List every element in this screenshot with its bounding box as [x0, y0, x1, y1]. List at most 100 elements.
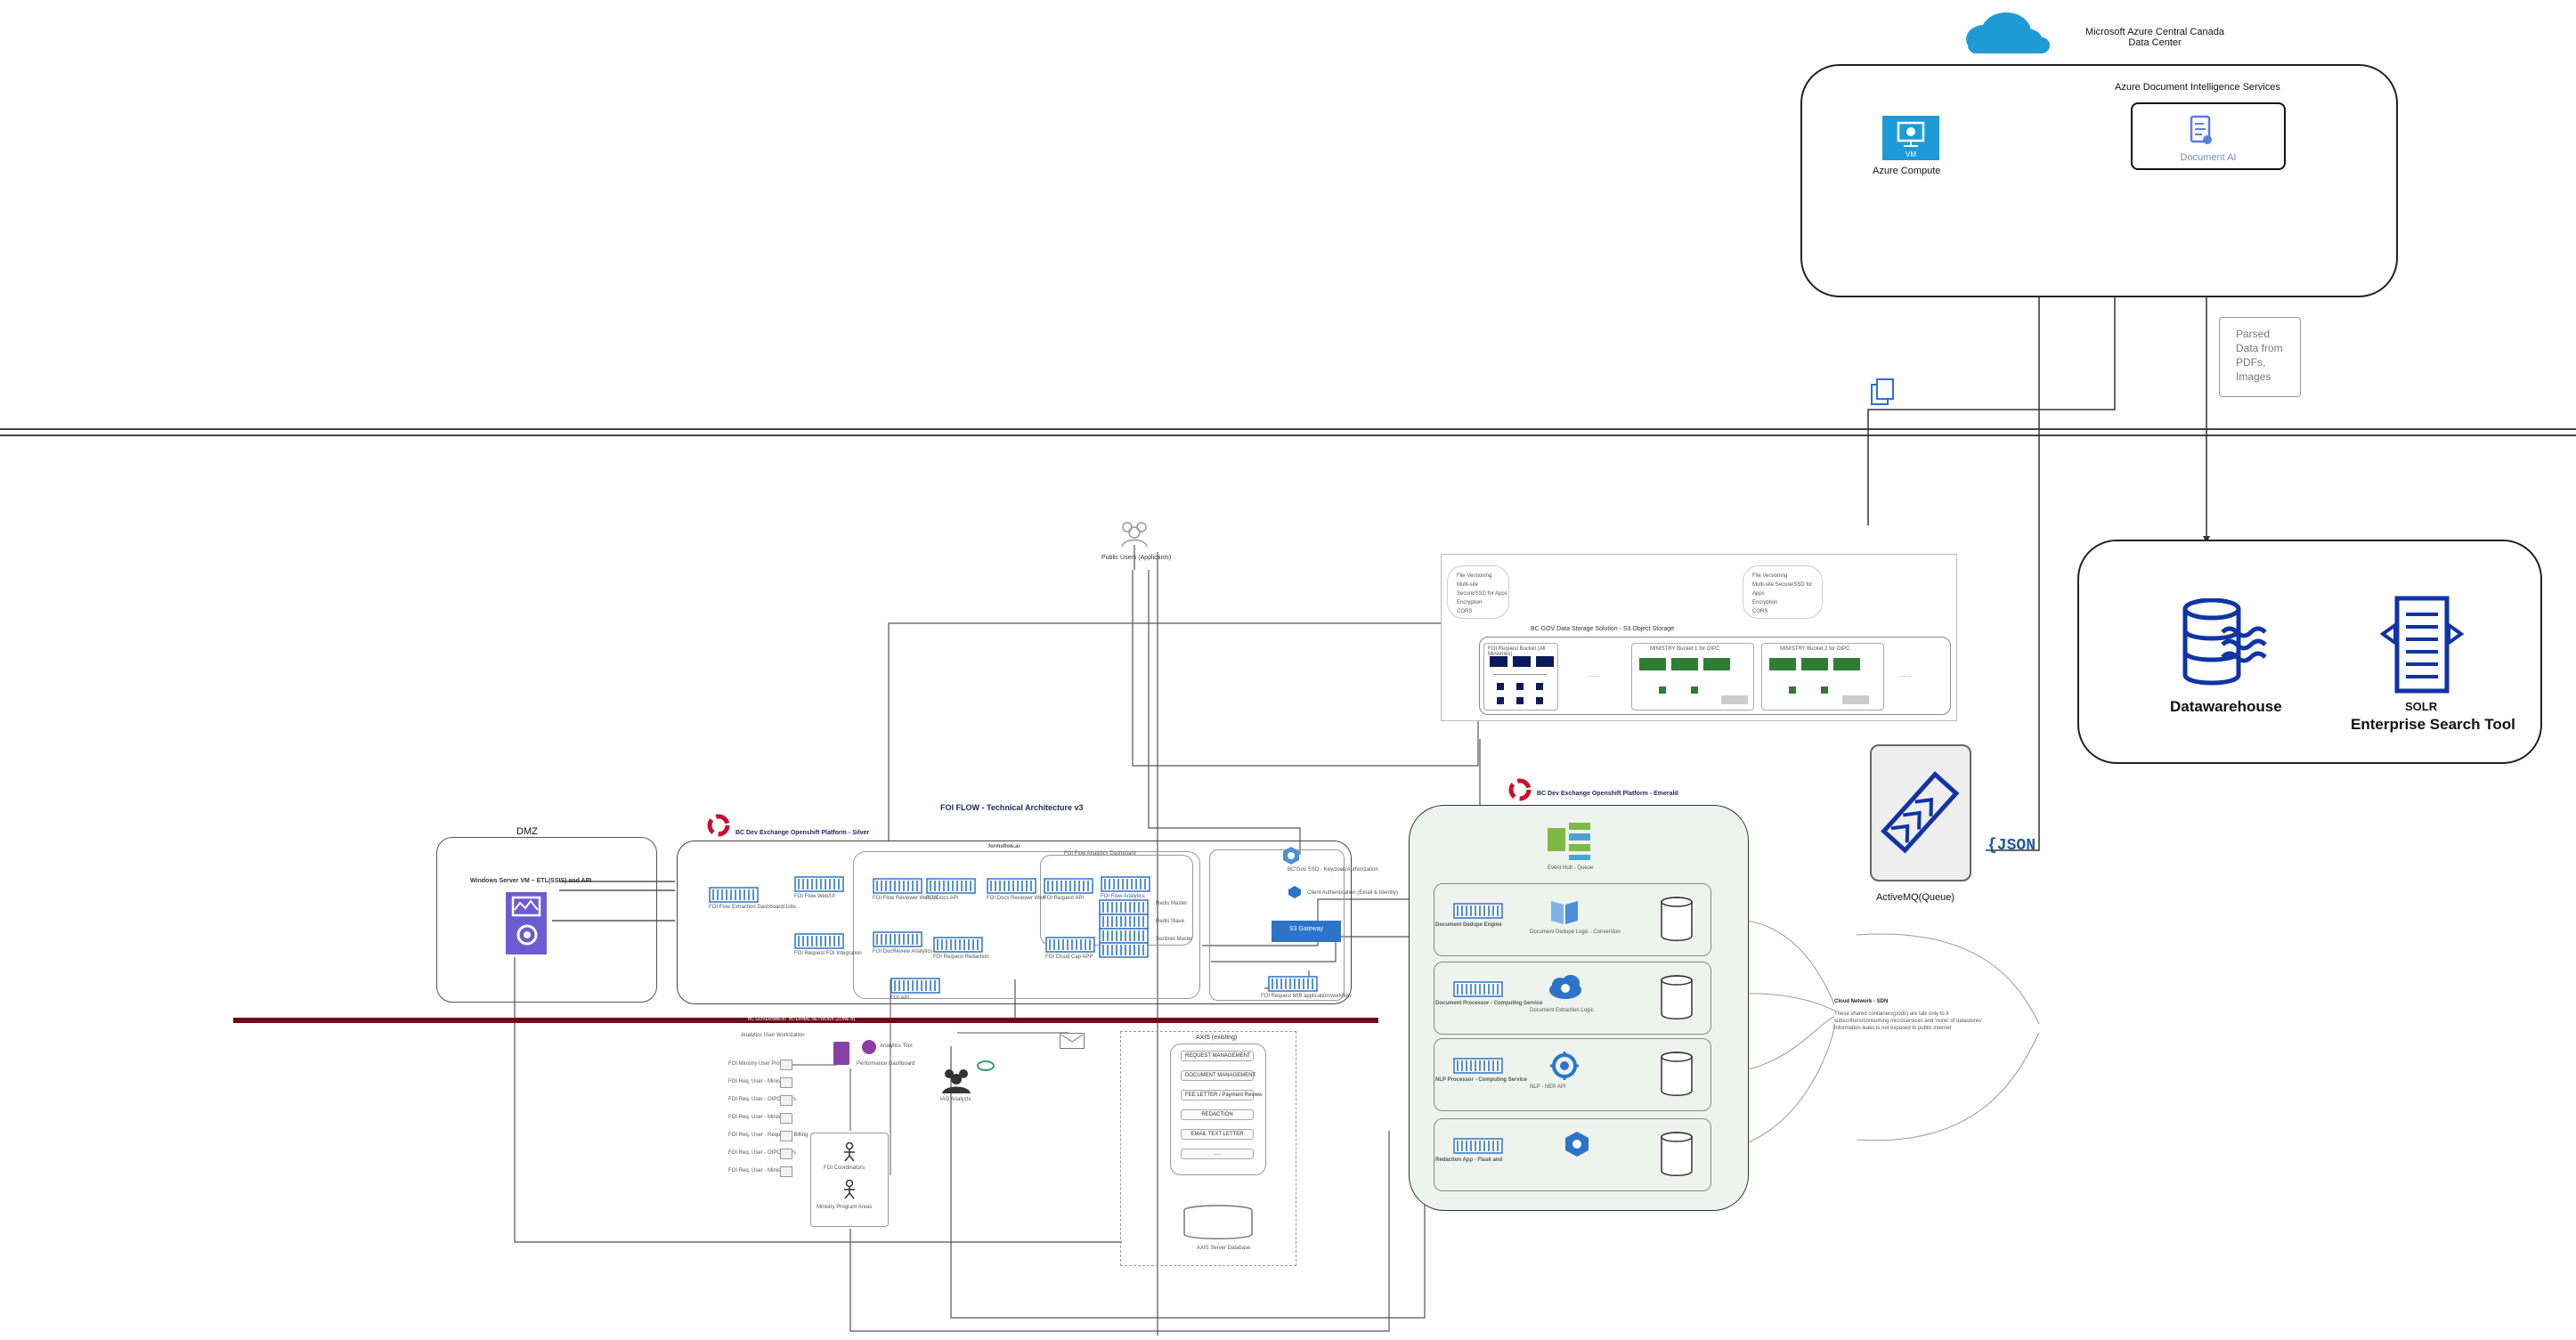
database-cylinder-icon	[1660, 1131, 1694, 1177]
activemq-box	[1870, 744, 1971, 881]
event-hub-label: Event Hub - Queue	[1548, 865, 1594, 871]
emerald-pod	[1453, 903, 1503, 919]
axis-module-item: FEE LETTER / Payment Review	[1181, 1090, 1262, 1100]
left-feature-2: Multi-site Secure/SSD for Apps	[1457, 582, 1507, 597]
public-users-label: Public Users (Applicants)	[1101, 555, 1172, 561]
ministry-user-label: FOI Ministry User Provider	[728, 1061, 792, 1067]
axis-db-icon	[1182, 1204, 1254, 1241]
s3-gateway-box: S3 Gateway	[1272, 921, 1341, 942]
redis-master-label: Redis Master	[1156, 901, 1188, 906]
dmz-title: DMZ	[516, 826, 538, 837]
silver-platform-container	[677, 841, 1352, 1004]
internal-network-banner-bar	[233, 1018, 1378, 1023]
iao-analysts-icon	[939, 1067, 974, 1095]
ministry-user-label: FOI Req. User - Ministry	[728, 1079, 786, 1084]
emerald-pod-label: Document Processor - Computing Service	[1435, 1001, 1543, 1006]
pod-label: FOI Flow Extraction Dashboard/Jobs	[709, 905, 797, 910]
openshift-pod	[794, 933, 844, 949]
s3-gateway-label: S3 Gateway	[1288, 926, 1324, 932]
azure-compute-label: Azure Compute	[1873, 166, 1941, 176]
pod-label: FOI DocReview Analytics	[873, 949, 933, 954]
right-feature-3: Encryption	[1752, 600, 1778, 605]
keycloak-icon	[1282, 846, 1300, 865]
parsed-note-line3: PDFs,	[2236, 356, 2266, 369]
redis-pod	[1099, 914, 1149, 930]
openshift-pod	[1101, 876, 1150, 892]
coordinators-box: FOI Coordinators Ministry Program Areas	[810, 1133, 889, 1227]
oracle-logo-icon	[976, 1060, 995, 1072]
document-icon-lower	[1871, 378, 1894, 405]
pod-label: FOI Flow Web/UI	[794, 894, 835, 899]
ministry-user-label: FOI Req. User - Requester Billing	[728, 1133, 809, 1138]
windows-server-icon	[500, 890, 552, 956]
workstation-icon	[780, 1131, 792, 1141]
storage-bucket-area: FOI Request Bucket (All Ministries) ....…	[1479, 637, 1951, 715]
azure-services-title: Azure Document Intelligence Services	[2115, 82, 2280, 93]
workstation-icon	[780, 1060, 792, 1070]
pod-label: FOI Request API	[1044, 896, 1085, 901]
right-feature-1: File Versioning	[1752, 573, 1788, 579]
bucket-all-ministries: FOI Request Bucket (All Ministries)	[1483, 643, 1558, 711]
storage-title: BC GOV Data Storage Solution - S3 Object…	[1531, 626, 1675, 632]
oauth-icon	[1288, 885, 1302, 899]
pod-label: FOI Docs Reviewer Web	[987, 896, 1045, 901]
left-feature-1: File Versioning	[1457, 573, 1492, 579]
cloud-note-line3: information leaks is not exposed to publ…	[1834, 1026, 1952, 1031]
bucket-3-label: MINISTRY Bucket 2 for OIPC	[1780, 646, 1850, 652]
architecture-title: FOI FLOW - Technical Architecture v3	[940, 803, 1084, 812]
cloud-network-note: Cloud Network - SDN These shared contain…	[1834, 999, 2066, 1035]
pod-label: FOI Flow Analytics	[1101, 894, 1145, 899]
dmz-container	[436, 837, 657, 1003]
windows-server-label: Windows Server VM – ETL(SSIS) and API	[470, 878, 592, 884]
coordinator-icon	[843, 1141, 856, 1162]
database-cylinder-icon	[1660, 896, 1694, 942]
pod-label: FOI Cloud Cap APP	[1045, 954, 1093, 960]
pod-label: FOI Docs API	[926, 896, 959, 901]
openshift-pod	[890, 978, 940, 994]
openshift-pod	[1044, 878, 1093, 894]
emerald-service-label: Document Extraction Logic	[1530, 1008, 1594, 1013]
right-feature-2: Multi-site Secure/SSD for Apps	[1752, 582, 1813, 597]
analytics-badge-icon	[862, 1040, 876, 1054]
right-feature-4: CORS	[1752, 609, 1768, 614]
azure-title-line2: Data Center	[2128, 37, 2182, 48]
openshift-pod	[709, 887, 759, 903]
openshift-logo-silver	[707, 814, 730, 837]
axis-module-item: DOCUMENT MANAGEMENT	[1181, 1070, 1255, 1081]
parsed-note-line1: Parsed	[2236, 328, 2271, 340]
openshift-pod	[794, 876, 844, 892]
workstation-icon	[780, 1166, 792, 1177]
email-icon	[1060, 1033, 1085, 1049]
nlp-icon	[1548, 1051, 1581, 1085]
openshift-logo-emerald	[1508, 778, 1532, 801]
activemq-icon	[1881, 771, 1960, 854]
cloud-note-line2: subscribers/consuming microservices and …	[1834, 1019, 1983, 1024]
keycloak-label: BC Gov SSO - Keycloak/Authorization	[1288, 867, 1378, 873]
helm-icon	[1564, 1131, 1590, 1162]
cloud-icon	[1548, 974, 1583, 1005]
workstation-icon	[780, 1095, 792, 1106]
axis-module-item: .....	[1181, 1149, 1254, 1159]
redis-pod	[1099, 899, 1149, 915]
book-icon	[1548, 896, 1581, 930]
parsed-data-note: Parsed Data from PDFs, Images	[2219, 317, 2301, 397]
azure-compute-vm-icon: VM	[1882, 116, 1939, 160]
redis-pod	[1099, 928, 1149, 944]
cloud-note-line1: These shared containers(pods) are talk o…	[1834, 1011, 1949, 1017]
openshift-pod	[873, 878, 922, 894]
ministry-user-label: FOI Req. User - OIPC Users	[728, 1150, 797, 1156]
analytics-tool-label: Analytics Tool	[880, 1044, 913, 1049]
silver-platform-title: BC Dev Exchange Openshift Platform - Sil…	[735, 830, 870, 836]
enterprise-search-label: Enterprise Search Tool	[2351, 716, 2515, 733]
workstation-icon	[780, 1077, 792, 1088]
openshift-pod	[926, 878, 976, 894]
ministry-user-label: FOI Req. User - OIPC Users	[728, 1097, 797, 1102]
azure-cloud-icon	[1966, 12, 2050, 53]
analytics-user-label: Analytics User Workstation	[741, 1033, 805, 1038]
json-tag: {JSON	[1987, 837, 2036, 855]
emerald-pod-label: Document Dedupe Engine	[1435, 922, 1502, 928]
cloud-note-title: Cloud Network - SDN	[1834, 999, 1889, 1004]
redis-pod	[1099, 942, 1149, 958]
vm-badge: VM	[1906, 150, 1916, 158]
database-cylinder-icon	[1660, 1051, 1694, 1097]
